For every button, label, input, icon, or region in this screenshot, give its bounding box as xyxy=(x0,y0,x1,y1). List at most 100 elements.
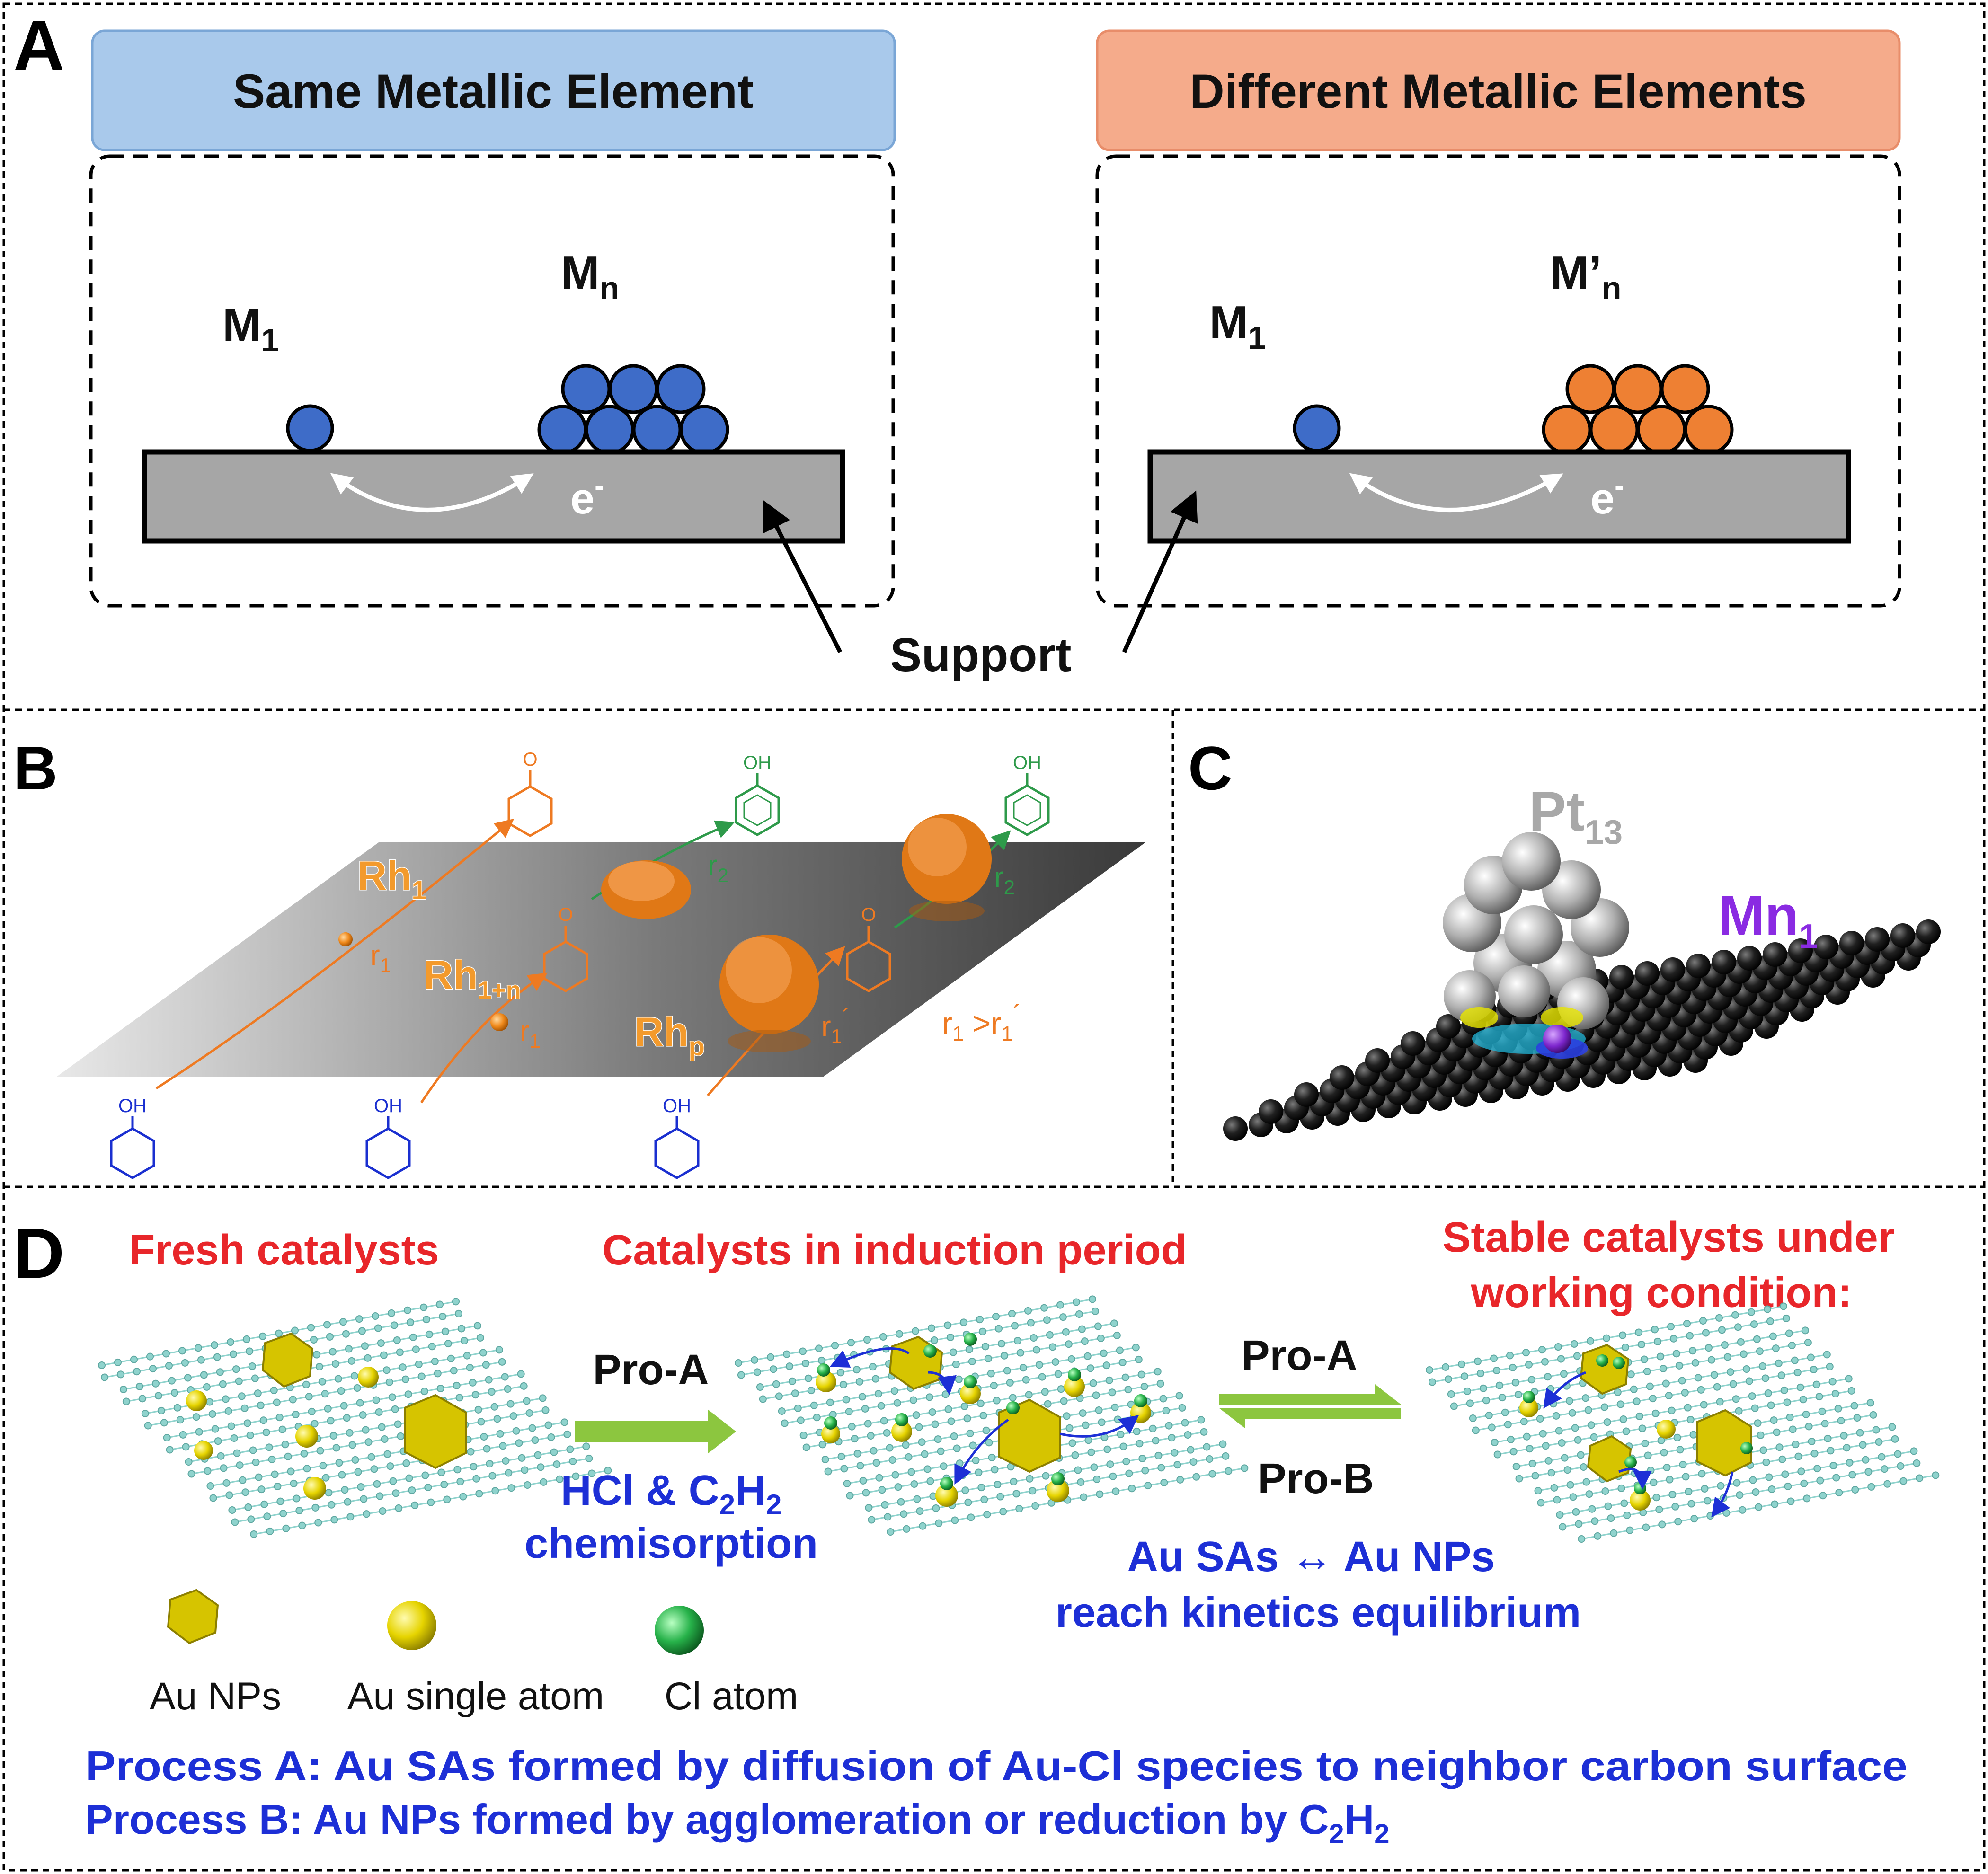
carbon-atom xyxy=(1223,1116,1248,1141)
carbon-node xyxy=(200,1371,208,1379)
carbon-node xyxy=(173,1404,181,1412)
carbon-node xyxy=(1584,1406,1592,1414)
carbon-node xyxy=(1653,1337,1661,1345)
induction-cl-atoms xyxy=(817,1333,1147,1490)
carbon-node xyxy=(1176,1476,1184,1484)
carbon-node xyxy=(1541,1358,1549,1366)
carbon-node xyxy=(1614,1388,1622,1396)
carbon-node xyxy=(259,1416,267,1424)
carbon-atom xyxy=(1890,923,1915,948)
carbon-node xyxy=(420,1303,427,1311)
carbon-node xyxy=(187,1470,195,1478)
carbon-node xyxy=(1133,1427,1141,1435)
carbon-atom xyxy=(1916,919,1941,944)
carbon-atom xyxy=(1712,950,1736,974)
carbon-atom xyxy=(1686,954,1711,978)
carbon-node xyxy=(1646,1382,1654,1390)
carbon-node xyxy=(1702,1329,1710,1337)
carbon-node xyxy=(1723,1353,1731,1361)
carbon-node xyxy=(1511,1379,1519,1387)
carbon-node xyxy=(1758,1362,1766,1370)
carbon-node xyxy=(972,1457,980,1465)
carbon-node xyxy=(1793,1369,1802,1377)
carbon-node xyxy=(877,1402,885,1410)
carbon-node xyxy=(1704,1344,1713,1352)
carbon-node xyxy=(1679,1460,1687,1468)
carbon-node xyxy=(1913,1459,1921,1467)
carbon-node xyxy=(1782,1314,1790,1322)
carbon-node xyxy=(483,1445,491,1453)
carbon-node xyxy=(753,1368,761,1376)
carbon-node xyxy=(455,1394,463,1402)
carbon-node xyxy=(1110,1319,1118,1327)
carbon-node xyxy=(915,1423,923,1431)
carbon-node xyxy=(239,1476,247,1484)
carbon-node xyxy=(1029,1487,1037,1495)
carbon-node xyxy=(290,1479,298,1487)
carbon-node xyxy=(1538,1346,1546,1354)
carbon-node xyxy=(1009,1394,1017,1402)
carbon-node xyxy=(1011,1322,1019,1330)
carbon-node xyxy=(1697,1386,1705,1394)
carbon-node xyxy=(1051,1358,1059,1366)
carbon-node xyxy=(1764,1389,1772,1397)
carbon-node xyxy=(279,1510,287,1518)
svg-text:O: O xyxy=(523,749,537,770)
carbon-node xyxy=(245,1347,253,1355)
carbon-node xyxy=(1675,1361,1683,1370)
carbon-node xyxy=(353,1384,361,1392)
carbon-node xyxy=(325,1489,333,1497)
carbon-node xyxy=(1117,1430,1125,1438)
carbon-node xyxy=(160,1419,168,1427)
carbon-node xyxy=(1132,1344,1140,1352)
carbon-node xyxy=(1506,1352,1514,1360)
carbon-node xyxy=(846,1492,854,1500)
carbon-node xyxy=(322,1474,330,1482)
carbon-node xyxy=(1587,1337,1594,1345)
carbon-node xyxy=(868,1516,876,1524)
carbon-node xyxy=(1650,1478,1658,1486)
carbon-node xyxy=(821,1456,829,1463)
carbon-node xyxy=(434,1370,442,1378)
carbon-node xyxy=(737,1371,745,1379)
carbon-node xyxy=(1616,1400,1624,1408)
carbon-node xyxy=(1716,1398,1724,1406)
carbon-node xyxy=(195,1428,203,1436)
carbon-node xyxy=(1804,1338,1812,1346)
carbon-node xyxy=(1086,1364,1094,1372)
carbon-node xyxy=(1090,1463,1098,1471)
carbon-node xyxy=(987,1370,995,1378)
carbon-node xyxy=(477,1418,485,1426)
carbon-node xyxy=(1617,1484,1625,1492)
carbon-node xyxy=(964,1498,972,1506)
svg-text:OH: OH xyxy=(663,1096,691,1116)
carbon-node xyxy=(1013,1337,1021,1345)
carbon-node xyxy=(1105,1376,1113,1384)
carbon-node xyxy=(1026,1475,1034,1483)
carbon-node xyxy=(980,1495,988,1503)
carbon-node xyxy=(1627,1370,1635,1379)
carbon-node xyxy=(1542,1442,1550,1450)
carbon-node xyxy=(178,1347,186,1355)
carbon-node xyxy=(1096,1490,1104,1498)
right-electron-label: e- xyxy=(1590,470,1624,523)
carbon-node xyxy=(791,1389,799,1397)
carbon-node xyxy=(1769,1332,1777,1340)
carbon-node xyxy=(329,1432,337,1440)
carbon-node xyxy=(1651,1326,1659,1334)
carbon-node xyxy=(988,1453,996,1461)
carbon-node xyxy=(1581,1394,1589,1402)
carbon-node xyxy=(1742,1365,1750,1373)
carbon-node xyxy=(930,1336,938,1344)
carbon-node xyxy=(937,1447,945,1455)
stable-title-line2: working condition: xyxy=(1471,1269,1852,1317)
carbon-node xyxy=(861,1405,869,1413)
carbon-node xyxy=(476,1334,484,1342)
carbon-node xyxy=(1761,1374,1769,1382)
carbon-node xyxy=(247,1515,255,1523)
carbon-node xyxy=(1485,1411,1493,1419)
carbon-node xyxy=(197,1356,205,1364)
carbon-node xyxy=(474,1406,482,1414)
carbon-node xyxy=(504,1385,512,1393)
carbon-node xyxy=(515,1439,523,1447)
